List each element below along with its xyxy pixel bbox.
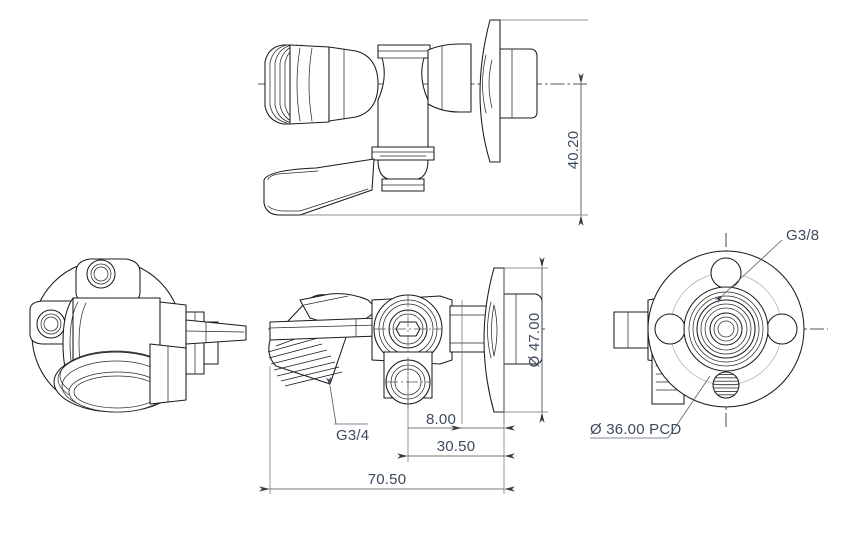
callout-g34: G3/4	[326, 376, 369, 444]
callout-g34-label: G3/4	[336, 427, 369, 444]
callout-pcd: Ø 36.00 PCD	[590, 375, 711, 439]
dim-70-50: 70.50	[259, 471, 515, 492]
dim-30-50-label: 30.50	[437, 438, 476, 455]
left-isometric-view	[29, 258, 247, 413]
iso-threaded-outlet	[53, 350, 179, 413]
dim-30-50: 30.50	[397, 438, 515, 459]
dim-40-20: 40.20	[565, 73, 584, 226]
right-front-view: G3/8 Ø 36.00 PCD	[590, 227, 828, 439]
outlet-stub	[427, 43, 472, 113]
dim-70-50-label: 70.50	[368, 471, 407, 488]
bolt-hole-bottom-threaded	[712, 371, 740, 399]
callout-pcd-label: Ø 36.00 PCD	[590, 421, 681, 438]
top-elevation-view: 40.20	[258, 19, 588, 226]
dim-8-00-label: 8.00	[426, 411, 456, 428]
handle-collar	[371, 146, 435, 192]
bolt-hole-right	[766, 313, 798, 345]
iso-lower-block	[149, 343, 187, 405]
center-plan-view: Ø 47.00 8.00 30.50 70.50 G3/4	[259, 257, 548, 494]
callout-g38-label: G3/8	[786, 227, 819, 244]
plan-wall-flange	[483, 267, 505, 413]
mounting-ear-upper	[75, 258, 141, 305]
front-center-boss	[683, 286, 769, 372]
threaded-inlet-nose	[264, 44, 330, 125]
plan-outlet-neck	[449, 305, 493, 353]
handle-lever	[263, 158, 375, 216]
dim-diameter-47: Ø 47.00	[504, 257, 548, 423]
dim-8-00: 8.00	[408, 411, 515, 431]
valve-body	[377, 44, 431, 156]
inlet-barrel	[328, 46, 379, 122]
wall-flange	[479, 19, 501, 163]
bolt-hole-left	[654, 313, 686, 345]
flange-boss	[499, 48, 538, 119]
callout-g38: G3/8	[714, 227, 819, 303]
plan-spout-bar	[269, 317, 379, 341]
iso-nipple	[185, 319, 247, 345]
dim-diameter-47-label: Ø 47.00	[526, 313, 543, 368]
dim-40-20-label: 40.20	[565, 131, 582, 170]
bolt-hole-top	[710, 257, 742, 289]
